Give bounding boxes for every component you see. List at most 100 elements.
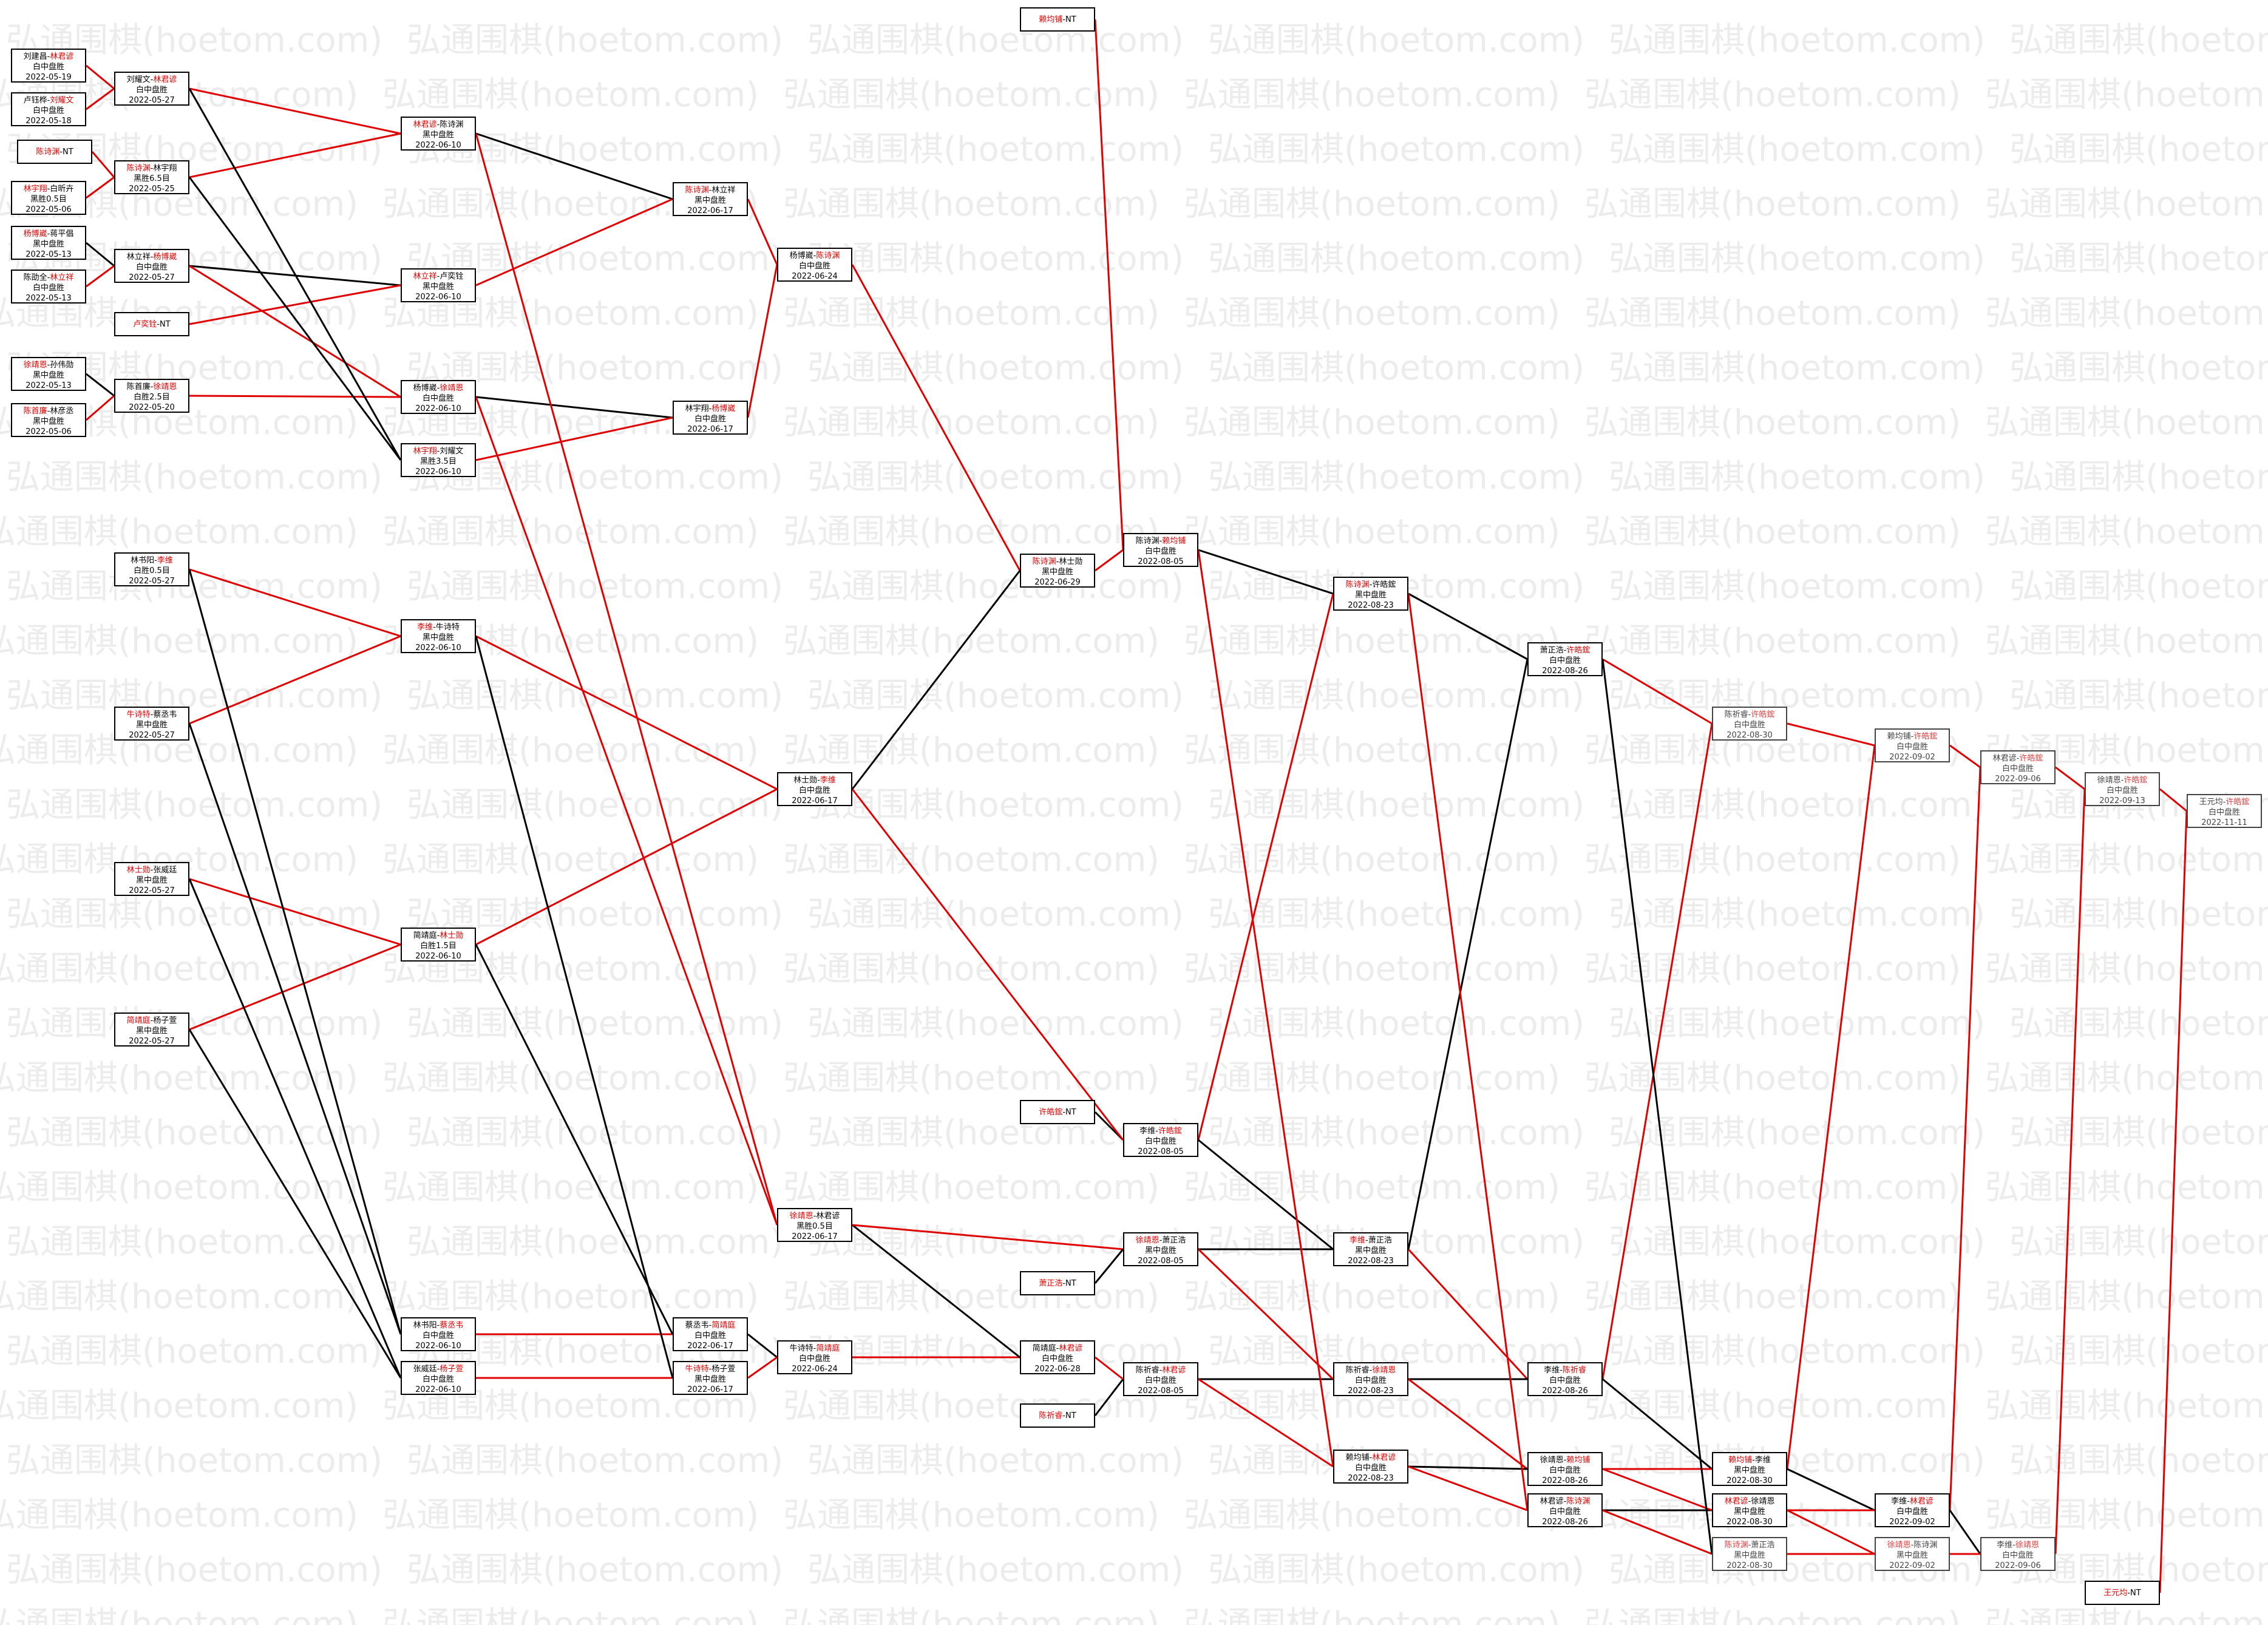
match-players: 张威廷-杨子萱: [402, 1364, 475, 1374]
connector-line: [475, 788, 778, 946]
separator: -: [47, 185, 50, 194]
connector-line: [1094, 1249, 1124, 1284]
watermark-text: 弘通围棋(hoetom.com): [2009, 348, 2268, 388]
connector-line: [1602, 658, 1713, 725]
match-players: 卢钰桦-刘耀文: [12, 95, 85, 106]
match-box[interactable]: 赖均铺-NT: [1020, 7, 1095, 32]
connector-line: [851, 264, 1021, 571]
match-box[interactable]: 许皓鋐-NT: [1020, 1100, 1095, 1124]
match-box[interactable]: 萧正浩-NT: [1020, 1271, 1095, 1295]
watermark-text: 弘通围棋(hoetom.com): [382, 1496, 759, 1535]
watermark-text: 弘通围棋(hoetom.com): [1184, 403, 1560, 443]
match-result: 黑中盘胜: [1733, 1551, 1765, 1560]
match-players: 林君谚-徐靖恩: [1713, 1496, 1786, 1507]
match-result: 黑中盘胜: [135, 721, 168, 730]
connector-line: [2159, 810, 2188, 1593]
match-players: 蔡丞韦-简靖庭: [674, 1320, 747, 1331]
watermark-text: 弘通围棋(hoetom.com): [2009, 1441, 2268, 1481]
match-box[interactable]: 王元均-NT: [2085, 1581, 2160, 1605]
separator: -: [2016, 754, 2020, 763]
watermark-text: 弘通围棋(hoetom.com): [1609, 348, 1985, 388]
separator: -: [1910, 1541, 1914, 1550]
connector-line: [1408, 1378, 1528, 1470]
player-name: 赖均铺: [1887, 732, 1911, 741]
watermark-text: 弘通围棋(hoetom.com): [783, 1496, 1159, 1535]
watermark-text: 弘通围棋(hoetom.com): [1985, 1496, 2268, 1535]
match-players: 牛诗特-蔡丞韦: [115, 710, 188, 720]
match-box[interactable]: 陈诗渊-NT: [17, 140, 92, 164]
connector-line: [1095, 1356, 1124, 1380]
match-date: 2022-06-24: [792, 272, 838, 281]
winner-name: 徐靖恩: [2015, 1541, 2039, 1550]
match-result: 黑中盘胜: [422, 633, 454, 642]
match-box[interactable]: 陈祈睿-NT: [1020, 1403, 1095, 1428]
match-date: 2022-05-20: [129, 403, 175, 412]
match-result: 白中盘胜: [1354, 1464, 1387, 1473]
separator: -: [1563, 646, 1567, 655]
watermark-text: 弘通围棋(hoetom.com): [6, 1441, 382, 1481]
match-result: 白中盘胜: [798, 1354, 830, 1363]
watermark-text: 弘通围棋(hoetom.com): [407, 567, 783, 606]
match-result: 白中盘胜: [1549, 1376, 1581, 1385]
player-name: 萧正浩: [1540, 646, 1564, 655]
match-box[interactable]: 卢奕铨-NT: [114, 312, 189, 336]
watermark-text: 弘通围棋(hoetom.com): [1208, 458, 1584, 497]
